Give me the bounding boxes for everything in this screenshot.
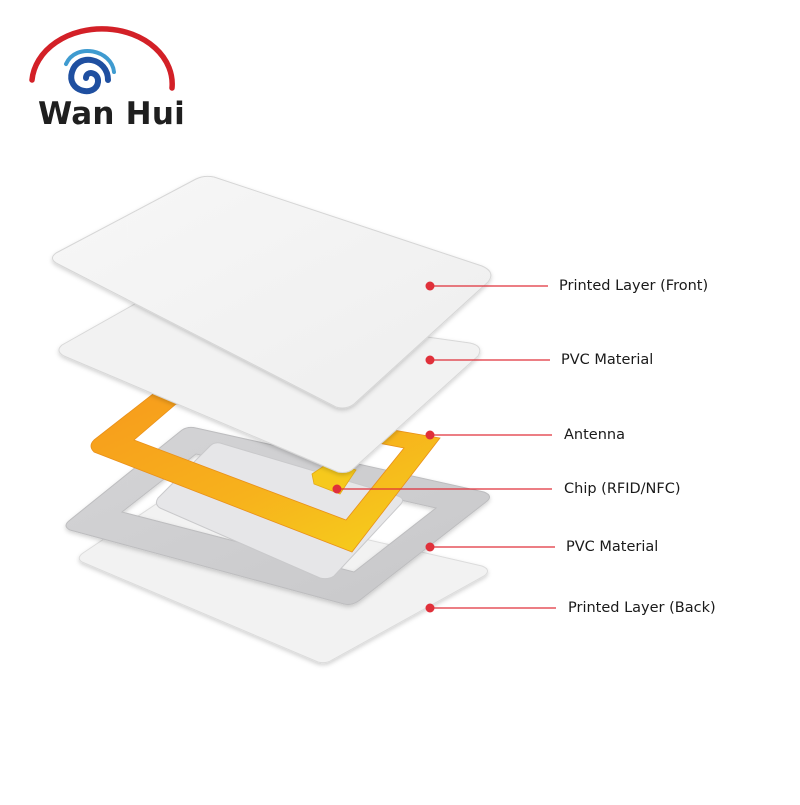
printed-layer-front-card <box>52 175 492 409</box>
leader-dot-printed-back <box>425 603 435 613</box>
swirl-arc-logo-icon <box>29 26 175 94</box>
brand-name: Wan Hui <box>38 96 185 132</box>
label-antenna: Antenna <box>564 427 625 443</box>
label-chip: Chip (RFID/NFC) <box>564 481 681 497</box>
label-printed-layer-back: Printed Layer (Back) <box>568 600 716 616</box>
label-printed-layer-front: Printed Layer (Front) <box>559 278 709 294</box>
label-pvc-material-top: PVC Material <box>561 352 654 368</box>
leader-lines <box>332 281 556 613</box>
leader-dot-pvc-back <box>425 542 435 552</box>
leader-dot-pvc-top <box>425 355 435 365</box>
leader-dot-printed-front <box>425 281 435 291</box>
label-pvc-material-back: PVC Material <box>566 539 659 555</box>
leader-dot-chip <box>332 484 342 494</box>
leader-dot-antenna <box>425 430 435 440</box>
